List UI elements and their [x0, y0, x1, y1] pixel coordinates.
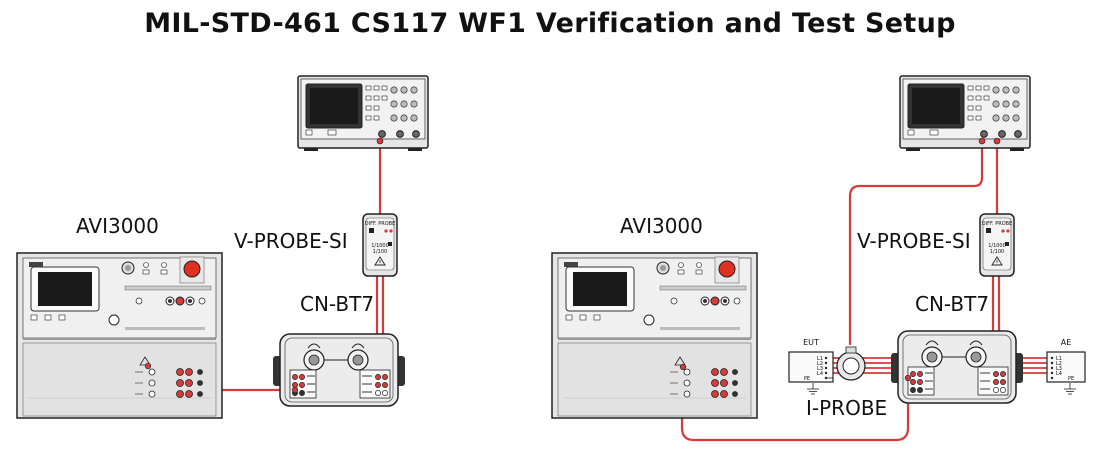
v-probe-right: DIFF. PROBE 1/1000 1/100	[979, 213, 1015, 277]
cn-bt7-coupler-left	[272, 333, 406, 407]
avi3000-label-right: AVI3000	[620, 214, 703, 238]
ae-pin-3: L3	[1056, 366, 1062, 372]
eut-label: EUT	[803, 338, 819, 347]
avi3000-generator-right	[551, 252, 758, 419]
v-probe-label-left: V-PROBE-SI	[234, 229, 348, 253]
cn-bt7-label-left: CN-BT7	[300, 292, 374, 316]
probe-header-left: DIFF. PROBE	[365, 221, 395, 227]
avi3000-label-left: AVI3000	[76, 214, 159, 238]
ae-pin-1: L1	[1056, 356, 1062, 362]
ae-pin-4: L4	[1056, 371, 1062, 377]
avi3000-generator-left	[16, 252, 223, 419]
ae-label: AE	[1061, 338, 1072, 347]
i-probe-label: I-PROBE	[806, 396, 887, 420]
eut-pin-1: L1	[817, 356, 823, 362]
probe-header-right: DIFF. PROBE	[982, 221, 1012, 227]
ae-pin-pe: PE	[1068, 376, 1074, 382]
diagram-title: MIL-STD-461 CS117 WF1 Verification and T…	[144, 8, 956, 39]
eut-pin-3: L3	[817, 366, 823, 372]
eut-box: EUT L1 L2 L3 L4 PE	[788, 338, 834, 395]
eut-pin-4: L4	[817, 371, 823, 377]
left-setup: DIFF. PROBE 1/1000 1/100 AVI3000 V-PROBE…	[16, 75, 429, 419]
right-setup: DIFF. PROBE 1/1000 1/100 EUT L1 L2 L3 L4…	[376, 75, 1086, 442]
i-probe-clamp	[836, 346, 866, 381]
eut-pin-2: L2	[817, 361, 823, 367]
cn-bt7-label-right: CN-BT7	[915, 292, 989, 316]
probe-ratio-a-right: 1/1000	[988, 243, 1006, 249]
ae-box: AE L1 L2 L3 L4 PE	[1046, 338, 1086, 395]
oscilloscope-left	[297, 75, 429, 152]
ae-pin-2: L2	[1056, 361, 1062, 367]
probe-ratio-b-right: 1/100	[990, 249, 1004, 255]
v-probe-label-right: V-PROBE-SI	[857, 229, 971, 253]
cn-bt7-coupler-right	[890, 330, 1024, 404]
v-probe-left: DIFF. PROBE 1/1000 1/100	[362, 213, 398, 277]
probe-ratio-a-left: 1/1000	[371, 243, 389, 249]
eut-pin-pe: PE	[804, 376, 810, 382]
oscilloscope-right	[899, 75, 1031, 152]
probe-ratio-b-left: 1/100	[373, 249, 387, 255]
